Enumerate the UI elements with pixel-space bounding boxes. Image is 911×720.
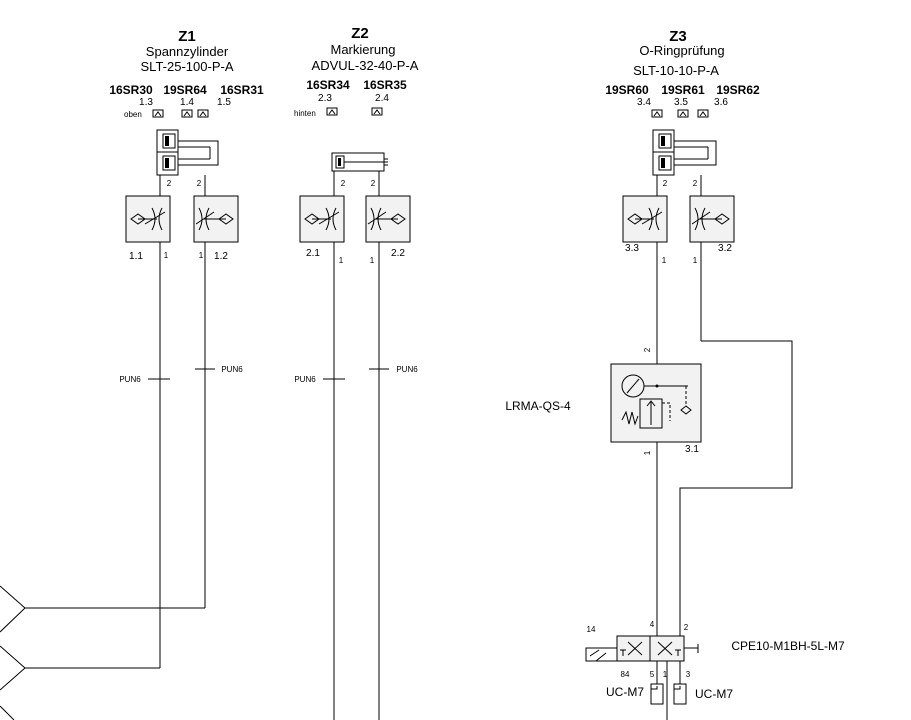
- z1-name: Z1: [178, 28, 196, 45]
- z3-sensor-icons: [651, 109, 709, 118]
- z1-valve-1-label: 1.1: [129, 251, 143, 262]
- z3-sensor-2-tag: 19SR61: [661, 83, 705, 97]
- z2-description: Markierung: [330, 42, 395, 57]
- z1-valve-2-label: 1.2: [214, 251, 228, 262]
- z1-sensor-1-pos: 1.3: [139, 97, 153, 108]
- z2-name: Z2: [351, 25, 369, 42]
- z3-port-d: 1: [693, 256, 698, 265]
- z1-end-label: oben: [124, 110, 142, 119]
- z1-sensor-3-tag: 16SR31: [220, 83, 264, 97]
- main-valve-label: CPE10-M1BH-5L-M7: [731, 639, 845, 653]
- valve-port-5: 5: [650, 670, 655, 679]
- valve-port-84: 84: [621, 670, 630, 679]
- z2-port-d: 1: [370, 256, 375, 265]
- z1-sensor-2-tag: 19SR64: [163, 83, 207, 97]
- z1-tube-2: PUN6: [221, 365, 243, 374]
- z3-sensor-2-pos: 3.5: [674, 97, 688, 108]
- z2-type: ADVUL-32-40-P-A: [312, 58, 419, 73]
- z2-valve-2-label: 2.2: [391, 248, 405, 259]
- z3-port-c: 1: [662, 256, 667, 265]
- z2-end-label: hinten: [294, 109, 316, 118]
- z1-flow-valve-left: [125, 195, 171, 243]
- z1-sensor-3-pos: 1.5: [217, 97, 231, 108]
- z1-flow-valve-right: [193, 195, 239, 243]
- z3-flow-valve-right: [689, 195, 735, 243]
- z3-port-a: 2: [663, 179, 668, 188]
- z2-valve-1-label: 2.1: [306, 248, 320, 259]
- z2-sensor-icons: [326, 107, 383, 116]
- z2-sensor-2-pos: 2.4: [375, 93, 389, 104]
- valve-port-4: 4: [650, 620, 655, 629]
- regulator-pos: 3.1: [685, 444, 699, 455]
- z2-sensor-1-tag: 16SR34: [306, 78, 350, 92]
- valve-port-1: 1: [663, 670, 668, 679]
- z2-cylinder: [331, 152, 388, 172]
- silencer-right: [673, 683, 687, 705]
- z2-port-b: 2: [371, 179, 376, 188]
- z3-sensor-1-tag: 19SR60: [605, 83, 649, 97]
- z2-port-a: 2: [341, 179, 346, 188]
- z3-sensor-3-pos: 3.6: [714, 97, 728, 108]
- z3-valve-2-label: 3.2: [718, 243, 732, 254]
- z1-sensor-1-tag: 16SR30: [109, 83, 153, 97]
- z3-description: O-Ringprüfung: [639, 43, 724, 58]
- z3-flow-valve-left: [622, 195, 668, 243]
- valve-port-2: 2: [684, 623, 689, 632]
- z2-flow-valve-right: [365, 195, 411, 243]
- z1-port-b: 2: [197, 179, 202, 188]
- silencer-left: [650, 683, 664, 705]
- z3-sensor-1-pos: 3.4: [637, 97, 651, 108]
- regulator-label: LRMA-QS-4: [505, 399, 571, 413]
- z1-tube-1: PUN6: [119, 375, 141, 384]
- z3-cylinder: [652, 129, 717, 176]
- z1-description: Spannzylinder: [146, 44, 229, 59]
- main-valve: [585, 635, 699, 662]
- regulator-port-out: 2: [643, 347, 652, 352]
- valve-port-3: 3: [686, 670, 691, 679]
- z2-sensor-1-pos: 2.3: [318, 93, 332, 104]
- z1-port-d: 1: [199, 251, 204, 260]
- z2-port-c: 1: [339, 256, 344, 265]
- z1-type: SLT-25-100-P-A: [141, 59, 234, 74]
- z1-sensor-2-pos: 1.4: [180, 97, 194, 108]
- z1-sensor-icons: [152, 109, 209, 118]
- silencer-right-label: UC-M7: [695, 687, 733, 701]
- z2-tube-1: PUN6: [294, 375, 316, 384]
- z3-name: Z3: [669, 28, 687, 45]
- z3-sensor-3-tag: 19SR62: [716, 83, 760, 97]
- silencer-left-label: UC-M7: [606, 685, 644, 699]
- z1-cylinder: [156, 129, 219, 176]
- z3-valve-1-label: 3.3: [625, 243, 639, 254]
- pressure-regulator: [610, 363, 702, 443]
- z1-port-a: 2: [167, 179, 172, 188]
- regulator-port-in: 1: [643, 450, 652, 455]
- z2-tube-2: PUN6: [396, 365, 418, 374]
- z2-flow-valve-left: [299, 195, 345, 243]
- z3-type: SLT-10-10-P-A: [633, 63, 719, 78]
- z1-port-c: 1: [164, 251, 169, 260]
- z3-port-b: 2: [693, 179, 698, 188]
- z2-sensor-2-tag: 16SR35: [363, 78, 407, 92]
- valve-port-14: 14: [587, 625, 596, 634]
